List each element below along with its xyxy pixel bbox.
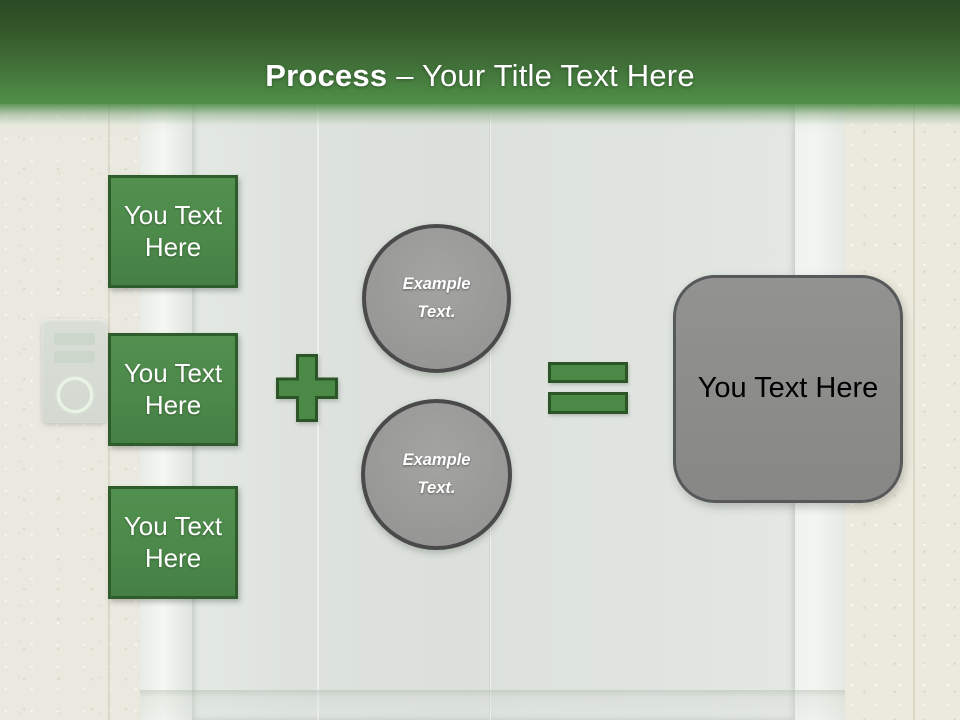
result-box[interactable]: You Text Here (673, 275, 903, 503)
equals-icon (548, 362, 628, 414)
equals-bar-top (548, 362, 628, 383)
example-circle-1-label: Example Text. (402, 275, 471, 321)
input-box-2-label: You Text Here (123, 357, 223, 420)
title-keyword: Process (265, 58, 388, 93)
slide-title[interactable]: Process– Your Title Text Here (265, 60, 695, 91)
title-bar: Process– Your Title Text Here (0, 0, 960, 104)
input-box-1[interactable]: You Text Here (108, 175, 238, 288)
equals-bar-bottom (548, 392, 628, 414)
input-box-1-label: You Text Here (123, 199, 223, 262)
elevator-door-center-seam (489, 0, 491, 720)
input-box-3[interactable]: You Text Here (108, 486, 238, 599)
elevator-call-panel (42, 319, 107, 423)
input-box-3-label: You Text Here (123, 510, 223, 573)
plus-icon (276, 354, 338, 422)
example-circle-2-label: Example Text. (402, 451, 471, 497)
floor-junction (140, 690, 845, 720)
wall-tile-groove (913, 0, 915, 720)
panel-ghost-label (54, 333, 95, 345)
panel-ghost-label (54, 351, 95, 363)
elevator-call-button-icon (57, 377, 93, 413)
example-circle-2[interactable]: Example Text. (361, 399, 512, 550)
example-circle-1[interactable]: Example Text. (362, 224, 511, 373)
title-placeholder-text: – Your Title Text Here (396, 58, 695, 93)
input-box-2[interactable]: You Text Here (108, 333, 238, 446)
result-box-label: You Text Here (697, 372, 879, 405)
